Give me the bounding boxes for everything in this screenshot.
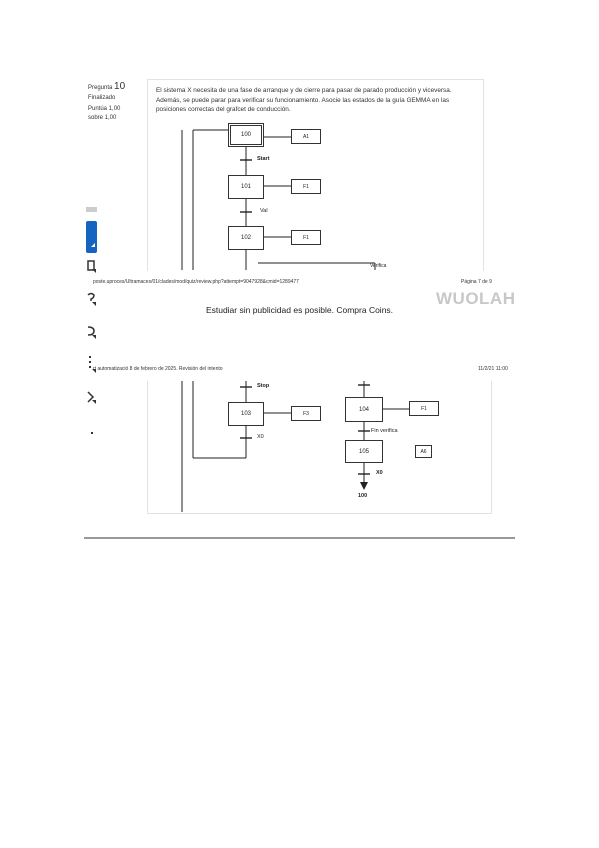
transition-label: Val xyxy=(260,208,268,214)
grafcet-action: A1 xyxy=(291,129,321,144)
list-icon[interactable] xyxy=(86,355,97,373)
toolbar-dot xyxy=(91,432,93,434)
question-label: Pregunta xyxy=(88,85,113,91)
ad-banner[interactable]: Estudiar sin publicidad es posible. Comp… xyxy=(205,305,394,315)
question-text: El sistema X necesita de una fase de arr… xyxy=(156,87,452,114)
grafcet-action: A6 xyxy=(415,445,432,458)
download-icon[interactable] xyxy=(86,221,97,253)
toolbar-handle[interactable] xyxy=(86,207,97,212)
grafcet-step: 104 xyxy=(345,397,383,422)
print-url: poste.uproces/Ultramaces/01/clades/mod/q… xyxy=(93,279,299,285)
score-line-1: Puntúa 1,00 xyxy=(88,106,121,113)
transition-label: Verifica xyxy=(370,263,387,269)
grafcet-step-initial: 100 xyxy=(228,123,264,147)
grafcet-step: 103 xyxy=(228,402,264,426)
share-icon[interactable] xyxy=(86,259,97,273)
question-number: 10 xyxy=(114,81,126,92)
grafcet-step: 101 xyxy=(228,175,264,199)
transition-label: Fin verifica xyxy=(371,428,398,434)
question-panel-bottom xyxy=(147,381,492,514)
grafcet-action: F3 xyxy=(291,406,321,421)
question-panel-top xyxy=(147,79,484,271)
save-icon[interactable] xyxy=(86,325,97,339)
print-footer-left: rt automatizació 8 de febrero de 2025. R… xyxy=(93,366,223,372)
transition-label: Stop xyxy=(257,383,270,389)
transition-label: X0 xyxy=(257,434,264,440)
wuolah-logo: WUOLAH xyxy=(436,289,516,308)
chat-icon[interactable] xyxy=(86,292,97,306)
expand-icon[interactable] xyxy=(86,390,97,404)
question-info: Pregunta 10 Finalizado Puntúa 1,00 sobre… xyxy=(88,80,140,122)
grafcet-action: F1 xyxy=(291,179,321,194)
transition-label: Start xyxy=(257,156,270,162)
grafcet-step: 102 xyxy=(228,226,264,250)
question-score: Puntúa 1,00 sobre 1,00 xyxy=(88,105,140,122)
grafcet-step: 105 xyxy=(345,440,383,463)
transition-label: X0 xyxy=(376,470,383,476)
question-status: Finalizado xyxy=(88,95,116,101)
grafcet-action: F1 xyxy=(409,401,439,416)
grafcet-action: F1 xyxy=(291,230,321,245)
score-line-2: sobre 1,00 xyxy=(88,114,117,121)
print-page: Página 7 de 9 xyxy=(461,279,492,285)
print-footer-right: 11/2/21 11:00 xyxy=(478,366,508,372)
target-step-label: 100 xyxy=(358,493,368,499)
floating-toolbar xyxy=(86,207,98,447)
